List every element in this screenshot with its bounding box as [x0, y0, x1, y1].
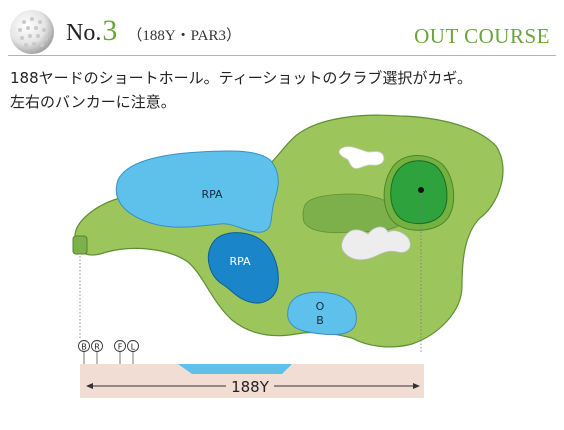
pin-marker [418, 187, 424, 193]
hole-number: No. 3 （188Y・PAR3） [66, 14, 241, 48]
description-line-2: 左右のバンカーに注意。 [10, 93, 176, 111]
hole-yardage-par: （188Y・PAR3） [127, 28, 241, 44]
tee-marker-b[interactable]: B [78, 340, 90, 365]
water-hazard-upper [115, 150, 279, 233]
hole-header: No. 3 （188Y・PAR3） OUT COURSE [0, 0, 564, 60]
description-line-1: 188ヤードのショートホール。ティーショットのクラブ選択がカギ。 [10, 69, 472, 87]
distance-arrow-left-icon [86, 383, 93, 389]
tee-marker-l-label: L [131, 343, 136, 352]
tee-marker-r[interactable]: R [91, 340, 103, 365]
header-divider [8, 55, 556, 56]
course-name: OUT COURSE [414, 24, 550, 48]
hole-number-value: 3 [102, 14, 118, 47]
distance-arrow-right-icon [413, 383, 420, 389]
distance-label-bg [226, 377, 274, 395]
bunker-lower [341, 226, 411, 261]
distance-label: 188Y [231, 378, 270, 396]
bunker-upper [338, 146, 385, 169]
hole-description: 188ヤードのショートホール。ティーショットのクラブ選択がカギ。 左右のバンカー… [10, 66, 550, 114]
tee-box [72, 235, 88, 255]
ob-label-line-1: O [316, 300, 325, 313]
tee-marker-r-label: R [94, 343, 100, 352]
tee-marker-f[interactable]: F [114, 340, 126, 365]
rpa-upper-label: RPA [201, 188, 223, 201]
tee-marker-f-label: F [118, 343, 123, 352]
putting-green [390, 160, 448, 224]
tee-marker-b-label: B [81, 343, 87, 352]
ob-label-line-2: B [316, 314, 324, 327]
water-hazard-lower [207, 232, 279, 304]
tee-marker-l[interactable]: L [127, 340, 139, 365]
hole-number-label: No. [66, 20, 102, 46]
strip-water-indicator [178, 364, 292, 374]
rpa-lower-label: RPA [229, 255, 251, 268]
tee-markers: B R F L [78, 340, 139, 365]
golf-ball-icon [10, 10, 54, 54]
water-hazard-ob [287, 291, 357, 336]
